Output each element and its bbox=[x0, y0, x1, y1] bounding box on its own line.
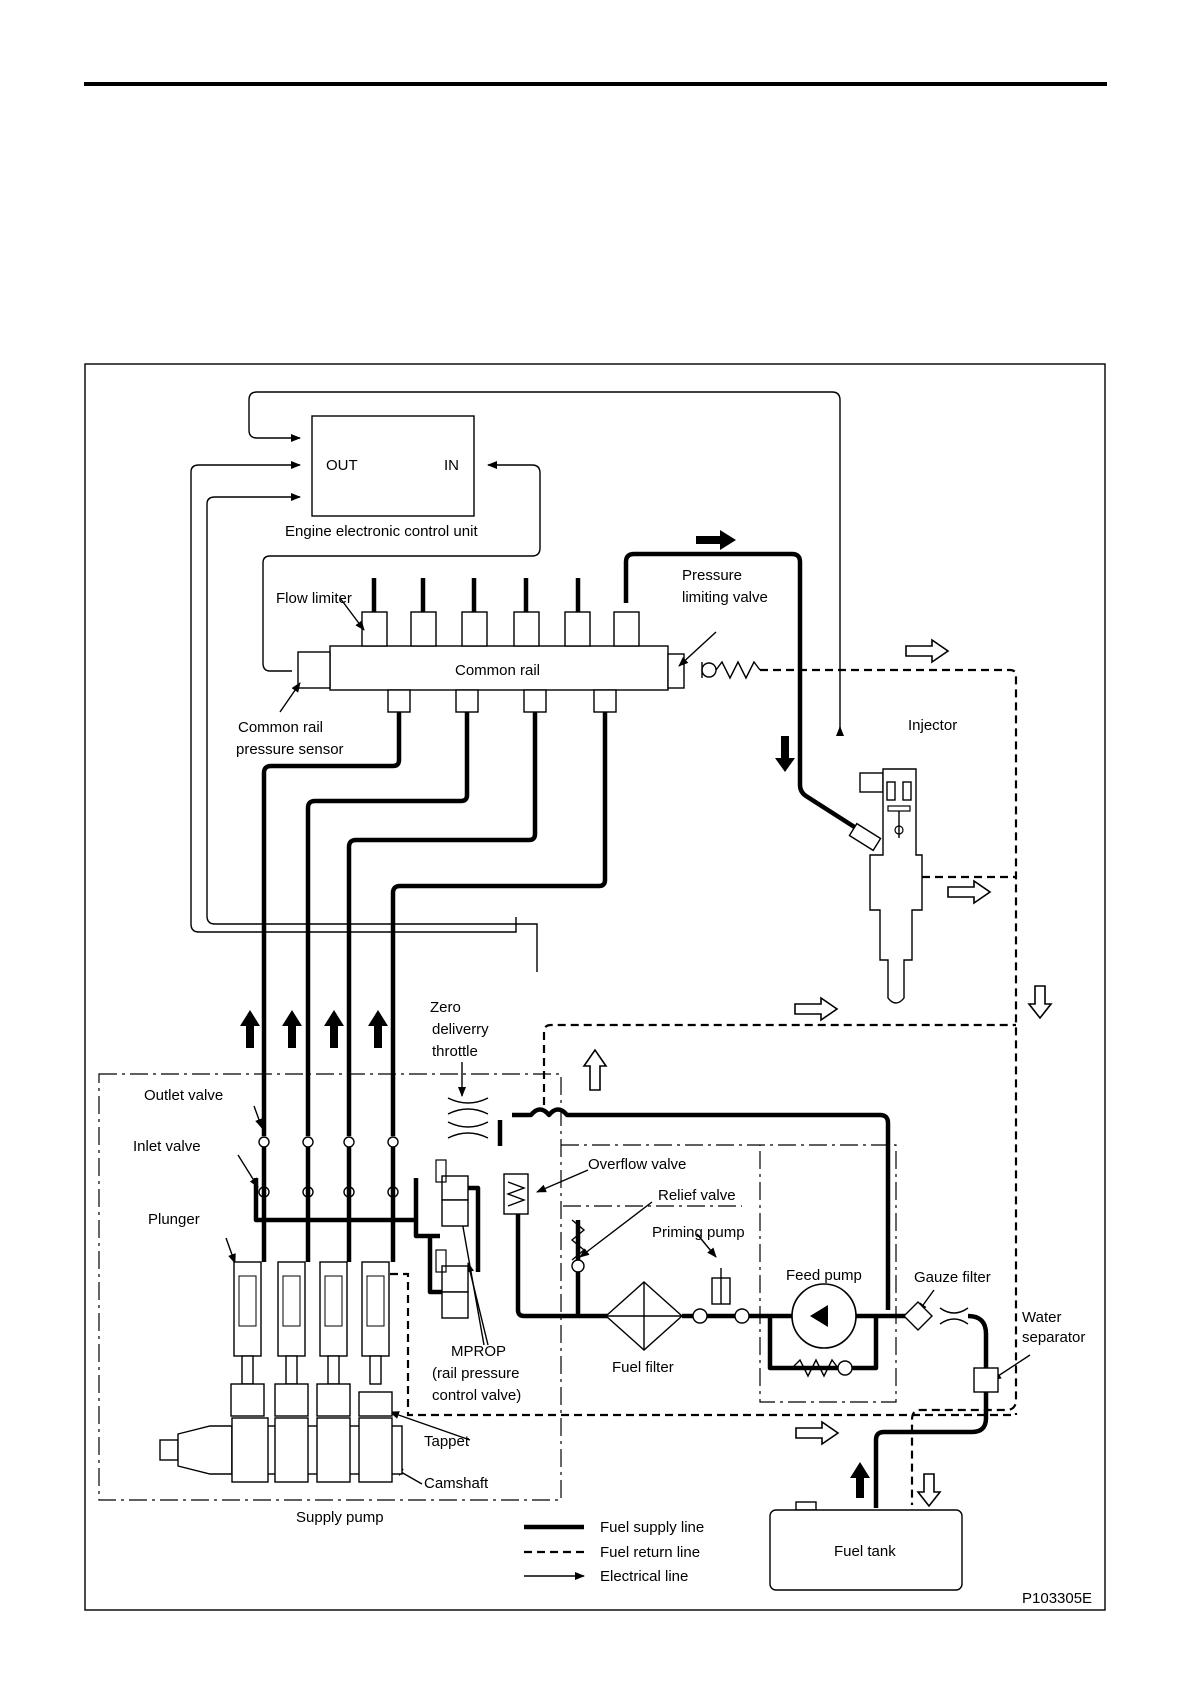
common-rail-label: Common rail bbox=[455, 662, 540, 679]
mprop-label-2: (rail pressure bbox=[432, 1365, 520, 1382]
return-lines bbox=[390, 668, 1018, 1505]
gauze-filter-label: Gauze filter bbox=[914, 1269, 991, 1286]
outlet-valve-label: Outlet valve bbox=[144, 1087, 223, 1104]
header-rule bbox=[84, 82, 1107, 86]
pressure-limiting-valve-label-2: limiting valve bbox=[682, 589, 768, 606]
valves bbox=[253, 1136, 442, 1295]
mprop-block bbox=[435, 1159, 481, 1319]
camshaft-label: Camshaft bbox=[424, 1475, 489, 1492]
legend-supply-label: Fuel supply line bbox=[600, 1519, 704, 1536]
flow-arrows bbox=[240, 530, 1053, 1508]
legend: Fuel supply line Fuel return line Electr… bbox=[524, 1519, 704, 1585]
mprop-label-3: control valve) bbox=[432, 1387, 521, 1404]
water-separator-label-2: separator bbox=[1022, 1329, 1085, 1346]
supply-pump-enclosure bbox=[98, 1073, 562, 1501]
legend-electrical-label: Electrical line bbox=[600, 1568, 688, 1585]
plunger-label: Plunger bbox=[148, 1211, 200, 1228]
rail-pressure-sensor-label-1: Common rail bbox=[238, 719, 323, 736]
high-pressure-lines bbox=[261, 551, 858, 1136]
water-separator-label-1: Water bbox=[1022, 1309, 1061, 1326]
injector-block bbox=[848, 768, 923, 1004]
feed-pump-label: Feed pump bbox=[786, 1267, 862, 1284]
fuel-filter-label: Fuel filter bbox=[612, 1359, 674, 1376]
fuel-tank-label: Fuel tank bbox=[834, 1543, 896, 1560]
ecu-out-label: OUT bbox=[326, 457, 358, 474]
inlet-valve-label: Inlet valve bbox=[133, 1138, 201, 1155]
tappet-label: Tappet bbox=[424, 1433, 470, 1450]
pressure-limiting-valve-label-1: Pressure bbox=[682, 567, 742, 584]
throttle-overflow bbox=[447, 1097, 891, 1310]
priming-pump-label: Priming pump bbox=[652, 1224, 745, 1241]
relief-valve-label: Relief valve bbox=[658, 1187, 736, 1204]
feed-circuit bbox=[515, 1219, 999, 1508]
zero-delivery-throttle-label-1: Zero bbox=[430, 999, 461, 1016]
injector-label: Injector bbox=[908, 717, 957, 734]
figure-id: P103305E bbox=[1022, 1590, 1092, 1607]
rail-pressure-sensor-label-2: pressure sensor bbox=[236, 741, 344, 758]
ecu-in-label: IN bbox=[444, 457, 459, 474]
ecu-block: OUT IN Engine electronic control unit bbox=[285, 415, 478, 540]
overflow-valve-label: Overflow valve bbox=[588, 1156, 686, 1173]
common-rail-block: Common rail bbox=[297, 578, 761, 713]
ecu-caption: Engine electronic control unit bbox=[285, 523, 478, 540]
legend-return-label: Fuel return line bbox=[600, 1544, 700, 1561]
electrical-lines bbox=[190, 391, 844, 972]
diagram-frame bbox=[84, 363, 1106, 1611]
mprop-label-1: MPROP bbox=[451, 1343, 506, 1360]
zero-delivery-throttle-label-2: deliverry bbox=[432, 1021, 489, 1038]
flow-limiter-label: Flow limiter bbox=[276, 590, 352, 607]
fuel-tank-block: Fuel tank bbox=[769, 1501, 963, 1591]
pump-elements bbox=[159, 1261, 403, 1483]
supply-pump-label: Supply pump bbox=[296, 1509, 384, 1526]
zero-delivery-throttle-label-3: throttle bbox=[432, 1043, 478, 1060]
